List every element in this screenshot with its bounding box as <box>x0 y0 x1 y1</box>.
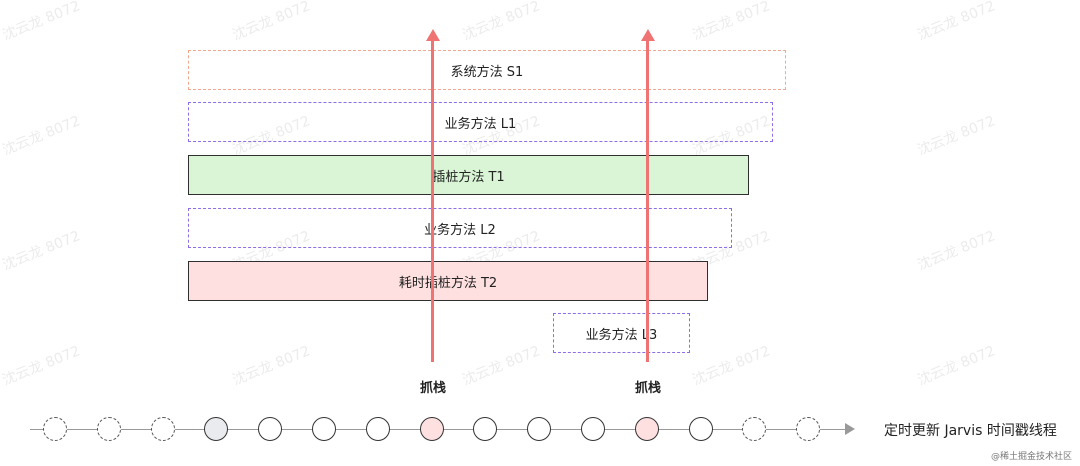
watermark-text: 沈云龙 8072 <box>460 0 543 44</box>
block-label: 耗时插桩方法 T2 <box>398 275 498 291</box>
watermark-text: 沈云龙 8072 <box>0 228 83 274</box>
timeline-dot <box>581 417 605 441</box>
watermark-text: 沈云龙 8072 <box>460 343 543 389</box>
watermark-text: 沈云龙 8072 <box>915 228 998 274</box>
timeline-dot <box>258 417 283 441</box>
timeline-dot <box>150 417 175 441</box>
watermark-text: 沈云龙 8072 <box>915 343 998 389</box>
timeline-dot <box>742 417 767 441</box>
watermark-text: 沈云龙 8072 <box>0 113 83 159</box>
site-credit: @稀土掘金技术社区 <box>990 452 1072 462</box>
watermark-text: 沈云龙 8072 <box>915 0 998 44</box>
capture-arrow-head-2 <box>640 29 655 41</box>
timeline-dot <box>204 417 229 441</box>
block-label: 业务方法 L1 <box>444 116 517 132</box>
block-business-l2: 业务方法 L2 <box>188 208 732 248</box>
timeline-dot <box>96 417 121 441</box>
timeline-dot <box>634 417 659 441</box>
block-costly-instrument-t2: 耗时插桩方法 T2 <box>188 261 708 301</box>
block-label: 业务方法 L2 <box>424 222 496 238</box>
timeline-dot <box>527 417 552 441</box>
timeline-dot <box>796 417 821 441</box>
block-instrument-t1: 插桩方法 T1 <box>188 155 749 195</box>
block-label: 插桩方法 T1 <box>432 169 505 185</box>
timeline-dot <box>688 417 713 441</box>
watermark-text: 沈云龙 8072 <box>0 0 83 44</box>
watermark-text: 沈云龙 8072 <box>690 343 773 389</box>
watermark-text: 沈云龙 8072 <box>690 0 773 44</box>
timeline-dot <box>473 417 498 441</box>
capture-arrow-2 <box>646 40 649 362</box>
capture-arrow-head-1 <box>425 29 440 41</box>
timeline-arrow-head <box>845 423 855 435</box>
timeline-dot <box>365 417 390 441</box>
block-business-l1: 业务方法 L1 <box>188 102 773 142</box>
watermark-text: 沈云龙 8072 <box>0 343 83 389</box>
timeline-dot <box>43 417 67 441</box>
timeline-label: 定时更新 Jarvis 时间戳线程 <box>884 423 1057 439</box>
timeline-dot <box>419 417 444 441</box>
block-label: 系统方法 S1 <box>450 64 524 80</box>
watermark-text: 沈云龙 8072 <box>915 113 998 159</box>
block-label: 业务方法 L3 <box>585 327 658 343</box>
capture-label-2: 抓栈 <box>634 381 661 396</box>
capture-label-1: 抓栈 <box>419 381 446 396</box>
block-system-s1: 系统方法 S1 <box>188 50 786 90</box>
watermark-text: 沈云龙 8072 <box>230 0 313 44</box>
watermark-text: 沈云龙 8072 <box>230 343 313 389</box>
timeline-dot <box>312 417 336 441</box>
block-business-l3: 业务方法 L3 <box>553 313 690 353</box>
capture-arrow-1 <box>431 40 434 362</box>
